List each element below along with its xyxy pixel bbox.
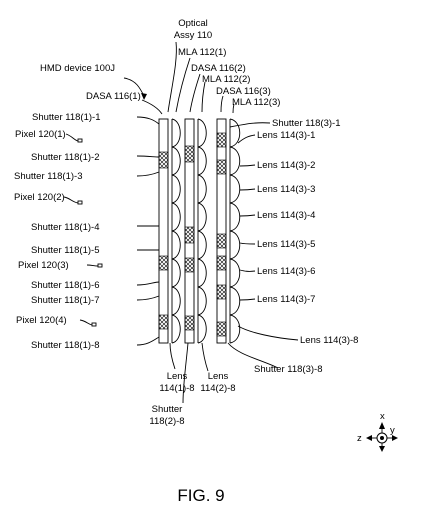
label-shutter-118-1-7: Shutter 118(1)-7 xyxy=(31,295,99,306)
label-shutter-118-2-8-1: Shutter xyxy=(152,404,183,415)
label-lens-114-3-5: Lens 114(3)-5 xyxy=(257,239,315,250)
label-pixel-120-4: Pixel 120(4) xyxy=(16,315,67,326)
label-lens-114-3-7: Lens 114(3)-7 xyxy=(257,294,315,305)
label-shutter-118-1-6: Shutter 118(1)-6 xyxy=(31,280,99,291)
pixel-markers xyxy=(63,133,103,327)
label-mla-112-1: MLA 112(1) xyxy=(178,47,226,58)
label-mla-112-2: MLA 112(2) xyxy=(202,74,250,85)
leader-shutter-118-3-1 xyxy=(229,122,271,128)
label-dasa-116-3: DASA 116(3) xyxy=(216,86,271,97)
leader-lines xyxy=(123,41,299,404)
label-shutter-118-1-2: Shutter 118(1)-2 xyxy=(31,152,99,163)
axis-z-label: z xyxy=(357,433,362,444)
dasa-116-1-shutters xyxy=(158,151,169,330)
label-shutter-118-2-8-2: 118(2)-8 xyxy=(149,416,184,427)
leader-dasa-116-1 xyxy=(141,99,163,115)
leader-lens-114-3-1 xyxy=(237,134,256,144)
shutter-hatch xyxy=(184,145,195,163)
label-pixel-120-2: Pixel 120(2) xyxy=(14,192,65,203)
shutter-hatch xyxy=(216,132,227,148)
label-pixel-120-3: Pixel 120(3) xyxy=(18,260,69,271)
pixel-120-3-marker xyxy=(97,263,103,268)
dasa-116-2-strip xyxy=(184,118,195,344)
label-pixel-120-1: Pixel 120(1) xyxy=(15,129,66,140)
axis-x-label: x xyxy=(380,411,385,422)
shutter-hatch xyxy=(216,159,227,175)
coordinate-axes: x y z xyxy=(357,411,398,452)
label-shutter-118-3-8: Shutter 118(3)-8 xyxy=(254,364,322,375)
label-lens-114-3-4: Lens 114(3)-4 xyxy=(257,210,315,221)
leader-mla-112-3 xyxy=(232,103,235,114)
shutter-hatch xyxy=(158,314,169,330)
leader-optical-assy xyxy=(167,41,177,113)
label-lens-114-3-8: Lens 114(3)-8 xyxy=(300,335,358,346)
shutter-hatch xyxy=(216,321,227,337)
label-shutter-118-1-3: Shutter 118(1)-3 xyxy=(14,171,82,182)
pixel-120-2-marker xyxy=(77,200,83,205)
figure-caption: FIG. 9 xyxy=(177,486,224,505)
label-shutter-118-1-5: Shutter 118(1)-5 xyxy=(31,245,99,256)
label-shutter-118-1-1: Shutter 118(1)-1 xyxy=(32,112,100,123)
leader-dasa-116-3 xyxy=(220,95,224,113)
label-hmd-device: HMD device 100J xyxy=(40,63,115,74)
label-lens-114-1-8-1: Lens xyxy=(167,371,188,382)
pixel-120-4-marker xyxy=(91,322,97,327)
mla-112-2 xyxy=(197,118,207,344)
shutter-hatch xyxy=(216,255,227,271)
label-lens-114-2-8-1: Lens xyxy=(208,371,229,382)
label-lens-114-1-8-2: 114(1)-8 xyxy=(159,383,194,394)
label-lens-114-3-2: Lens 114(3)-2 xyxy=(257,160,315,171)
shutter-hatch xyxy=(216,284,227,300)
shutter-hatch xyxy=(158,255,169,271)
label-lens-114-2-8-2: 114(2)-8 xyxy=(200,383,235,394)
mla-112-1 xyxy=(171,118,181,344)
mla-112-3 xyxy=(229,118,241,344)
leader-dasa-116-2 xyxy=(189,73,201,113)
label-lens-114-3-6: Lens 114(3)-6 xyxy=(257,266,315,277)
shutter-hatch xyxy=(158,151,169,169)
pixel-120-1-marker xyxy=(77,138,83,143)
label-dasa-116-1: DASA 116(1) xyxy=(86,91,141,102)
dasa-116-2-shutters xyxy=(184,145,195,331)
shutter-hatch xyxy=(184,257,195,273)
leader-mla-112-2 xyxy=(201,81,206,113)
label-lens-114-3-3: Lens 114(3)-3 xyxy=(257,184,315,195)
label-mla-112-3: MLA 112(3) xyxy=(232,97,280,108)
label-shutter-118-3-1: Shutter 118(3)-1 xyxy=(272,118,340,129)
dasa-116-3-strip xyxy=(216,118,227,344)
dasa-116-3-shutters xyxy=(216,132,227,337)
shutter-hatch xyxy=(184,315,195,331)
label-optical-assy-1: Optical xyxy=(178,18,208,29)
shutter-hatch xyxy=(216,233,227,249)
label-optical-assy-2: Assy 110 xyxy=(174,30,212,41)
leader-mla-112-1 xyxy=(175,57,191,113)
dasa-116-1-strip xyxy=(158,118,169,344)
label-shutter-118-1-4: Shutter 118(1)-4 xyxy=(31,222,99,233)
label-shutter-118-1-8: Shutter 118(1)-8 xyxy=(31,340,99,351)
label-lens-114-3-1: Lens 114(3)-1 xyxy=(257,130,315,141)
shutter-hatch xyxy=(184,226,195,244)
axis-y-label: y xyxy=(390,425,395,436)
label-dasa-116-2: DASA 116(2) xyxy=(191,63,246,74)
